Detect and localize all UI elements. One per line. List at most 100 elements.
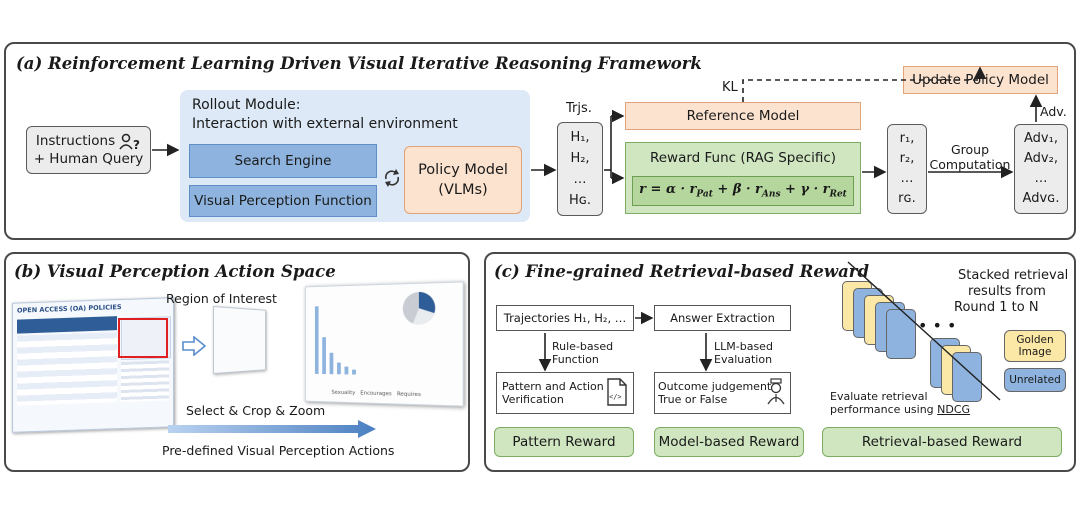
- outcome-line2: True or False: [658, 393, 728, 406]
- adv-item: Adv₂,: [1024, 151, 1058, 166]
- rollout-title: Rollout Module: Interaction with externa…: [192, 96, 458, 134]
- adv-item: …: [1034, 171, 1048, 186]
- pie-chart: [402, 291, 436, 325]
- retrieval-based-reward-box: Retrieval-based Reward: [822, 427, 1062, 457]
- h-item: H₂,: [570, 151, 590, 166]
- reward-func-title: Reward Func (RAG Specific): [649, 150, 837, 166]
- h-item: …: [573, 172, 587, 187]
- r-item: r₂,: [899, 151, 915, 166]
- evaluate-line1: Evaluate retrieval: [830, 390, 928, 403]
- chart-legend: Sexuality Encourages Requires: [331, 390, 420, 398]
- unrelated-legend: Unrelated: [1004, 368, 1066, 392]
- advantages-box: Adv₁, Adv₂, … Advɢ.: [1014, 124, 1068, 214]
- adv-label: Adv.: [1040, 104, 1067, 119]
- evaluate-line2-text: performance using: [830, 403, 938, 416]
- legend-item: Encourages: [360, 390, 392, 398]
- document-table-body: [17, 332, 117, 406]
- document-table: [17, 316, 117, 334]
- r-item: rɢ.: [898, 191, 916, 206]
- stacked-retrieval-label: Stacked retrieval results from Round 1 t…: [954, 268, 1069, 316]
- svg-text:?: ?: [133, 138, 140, 151]
- action-arrow: [168, 420, 376, 438]
- adv-item: Advɢ.: [1022, 191, 1060, 206]
- r-item: r₁,: [899, 131, 915, 146]
- golden-image-legend: Golden Image: [1004, 330, 1066, 362]
- llm-based-label: LLM-based Evaluation: [714, 340, 773, 366]
- instructions-label: Instructions: [35, 133, 116, 149]
- policy-model-label: Policy Model: [418, 162, 508, 178]
- pattern-verification-label: Pattern and Action Verification: [502, 380, 604, 406]
- chart-bar: [329, 352, 334, 375]
- panel-c-title: (c) Fine-grained Retrieval-based Reward: [494, 262, 870, 281]
- cycle-icon: [384, 169, 400, 187]
- zoomed-chart: Sexuality Encourages Requires: [304, 281, 464, 407]
- golden-line1: Golden: [1016, 334, 1054, 346]
- code-file-icon: </>: [607, 378, 627, 406]
- svg-text:</>: </>: [609, 393, 622, 401]
- reward-formula: r = α · rPat + β · rAns + γ · rRet: [632, 176, 854, 206]
- evaluate-retrieval-label: Evaluate retrieval performance using NDC…: [830, 390, 970, 416]
- r-item: …: [900, 171, 914, 186]
- answer-extraction-box: Answer Extraction: [654, 305, 791, 331]
- document-side-bars: [121, 360, 169, 403]
- user-question-icon: ?: [119, 133, 140, 151]
- trjs-label: Trjs.: [566, 101, 592, 116]
- ellipsis-dots: • • •: [918, 316, 957, 335]
- llm-based-line1: LLM-based: [714, 340, 773, 353]
- ndcg-label: NDCG: [937, 403, 971, 416]
- rollout-title-line2: Interaction with external environment: [192, 116, 458, 132]
- stacked-line1: Stacked retrieval: [958, 268, 1069, 283]
- stacked-line3: Round 1 to N: [954, 300, 1039, 315]
- reference-model-box: Reference Model: [625, 102, 861, 130]
- group-label: Group: [950, 142, 990, 157]
- human-query-label: + Human Query: [33, 150, 144, 167]
- group-computation-label: Group Computation: [929, 142, 1011, 172]
- chart-bar: [322, 337, 326, 375]
- golden-line2: Image: [1018, 346, 1052, 358]
- outcome-judgement-box: [654, 372, 791, 414]
- predefined-actions-label: Pre-defined Visual Perception Actions: [162, 443, 395, 458]
- kl-label: KL: [722, 80, 738, 95]
- panel-a-title: (a) Reinforcement Learning Driven Visual…: [16, 54, 702, 73]
- chart-bar: [352, 369, 356, 375]
- document-heading: OPEN ACCESS (OA) POLICIES: [17, 303, 122, 315]
- search-engine-box: Search Engine: [189, 144, 377, 178]
- judge-icon: [767, 378, 785, 405]
- outcome-judgement-label: Outcome judgement: True or False: [658, 380, 775, 406]
- select-crop-zoom-label: Select & Crop & Zoom: [186, 403, 326, 418]
- pattern-verif-line2: Verification: [502, 393, 564, 406]
- rollout-title-line1: Rollout Module:: [192, 97, 301, 113]
- trajectories-input-box: Trajectories H₁, H₂, …: [496, 305, 634, 331]
- panel-b-title: (b) Visual Perception Action Space: [14, 262, 336, 281]
- legend-item: Sexuality: [331, 389, 356, 397]
- region-of-interest-label: Region of Interest: [166, 291, 277, 306]
- pattern-reward-box: Pattern Reward: [494, 427, 634, 457]
- retrieval-card: [886, 309, 916, 359]
- model-based-reward-box: Model-based Reward: [654, 427, 804, 457]
- trajectories-box: H₁, H₂, … Hɢ.: [557, 122, 603, 216]
- h-item: Hɢ.: [568, 193, 592, 208]
- rule-based-label: Rule-based Function: [552, 340, 613, 366]
- rewards-box: r₁, r₂, … rɢ.: [887, 124, 927, 214]
- right-arrow-icon: [182, 336, 206, 356]
- rule-based-line1: Rule-based: [552, 340, 614, 353]
- policy-model-box: Policy Model (VLMs): [404, 146, 522, 214]
- stacked-line2: results from: [968, 284, 1046, 299]
- chart-bar: [314, 306, 319, 374]
- instructions-box: Instructions ? + Human Query: [26, 126, 151, 174]
- visual-perception-function-box: Visual Perception Function: [189, 185, 377, 217]
- cropped-region: [213, 305, 266, 375]
- chart-bar: [337, 362, 341, 375]
- legend-item: Requires: [396, 391, 421, 399]
- chart-bar: [344, 366, 349, 375]
- computation-label: Computation: [929, 157, 1011, 172]
- adv-item: Adv₁,: [1024, 131, 1058, 146]
- outcome-line1: Outcome judgement:: [658, 380, 775, 393]
- h-item: H₁,: [570, 130, 590, 145]
- region-of-interest-box: [118, 318, 168, 358]
- pattern-verif-line1: Pattern and Action: [502, 380, 604, 393]
- rule-based-line2: Function: [552, 353, 599, 366]
- update-policy-model-box: Update Policy Model: [903, 66, 1058, 94]
- policy-model-sub: (VLMs): [438, 182, 488, 198]
- llm-based-line2: Evaluation: [714, 353, 773, 366]
